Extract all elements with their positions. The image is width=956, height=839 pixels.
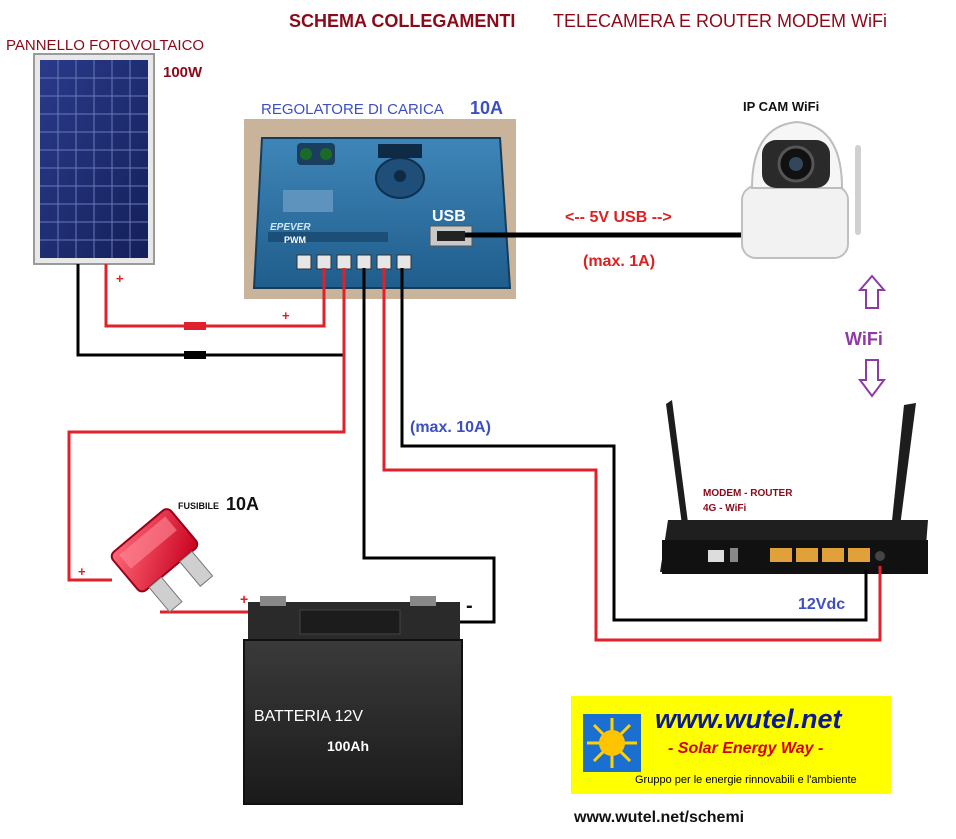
load-max: (max. 10A) <box>410 419 491 436</box>
fuse-rating: 10A <box>226 494 259 514</box>
usb-label: USB <box>432 208 466 225</box>
banner-url[interactable]: www.wutel.net <box>655 704 842 734</box>
usb-link-max: (max. 1A) <box>583 253 655 270</box>
battery-plus: + <box>240 591 248 607</box>
footer-link[interactable]: www.wutel.net/schemi <box>573 809 744 826</box>
load-wires <box>382 268 882 642</box>
battery-label: BATTERIA 12V <box>254 708 363 725</box>
wifi-arrow-up <box>857 274 887 309</box>
banner-tagline: - Solar Energy Way - <box>668 740 824 757</box>
fuse-plus: + <box>78 564 86 579</box>
usb-link-label: <-- 5V USB --> <box>565 209 672 226</box>
wifi-arrow-down <box>858 359 886 398</box>
battery-minus: - <box>466 595 473 617</box>
charge-regulator: EPEVER PWM <box>244 119 516 299</box>
solar-panel <box>33 53 155 265</box>
ip-camera <box>741 120 861 259</box>
fuse-label: FUSIBILE <box>178 501 219 511</box>
router-voltage: 12Vdc <box>798 596 845 613</box>
fuse <box>110 508 214 613</box>
camera-label: IP CAM WiFi <box>743 99 819 114</box>
regulator-pwm: PWM <box>284 235 306 245</box>
panel-label: PANNELLO FOTOVOLTAICO <box>6 37 204 54</box>
sun-logo-icon <box>583 714 641 772</box>
router-line2: 4G - WiFi <box>703 503 746 514</box>
panel-power: 100W <box>163 64 203 81</box>
wutel-banner[interactable]: www.wutel.net - Solar Energy Way - Grupp… <box>571 696 891 794</box>
wifi-label: WiFi <box>845 329 883 349</box>
panel-plus-right: + <box>282 308 290 323</box>
battery-capacity: 100Ah <box>327 738 369 754</box>
regulator-rating: 10A <box>470 98 503 118</box>
modem-router <box>660 400 928 574</box>
panel-plus-left: + <box>116 271 124 286</box>
regulator-brand: EPEVER <box>270 222 311 233</box>
title-part1: SCHEMA COLLEGAMENTI <box>289 11 515 31</box>
title-part2: TELECAMERA E ROUTER MODEM WiFi <box>553 11 887 31</box>
battery <box>243 596 463 805</box>
regulator-label: REGOLATORE DI CARICA <box>261 101 444 118</box>
router-line1: MODEM - ROUTER <box>703 488 793 499</box>
banner-subtitle: Gruppo per le energie rinnovabili e l'am… <box>635 774 857 786</box>
